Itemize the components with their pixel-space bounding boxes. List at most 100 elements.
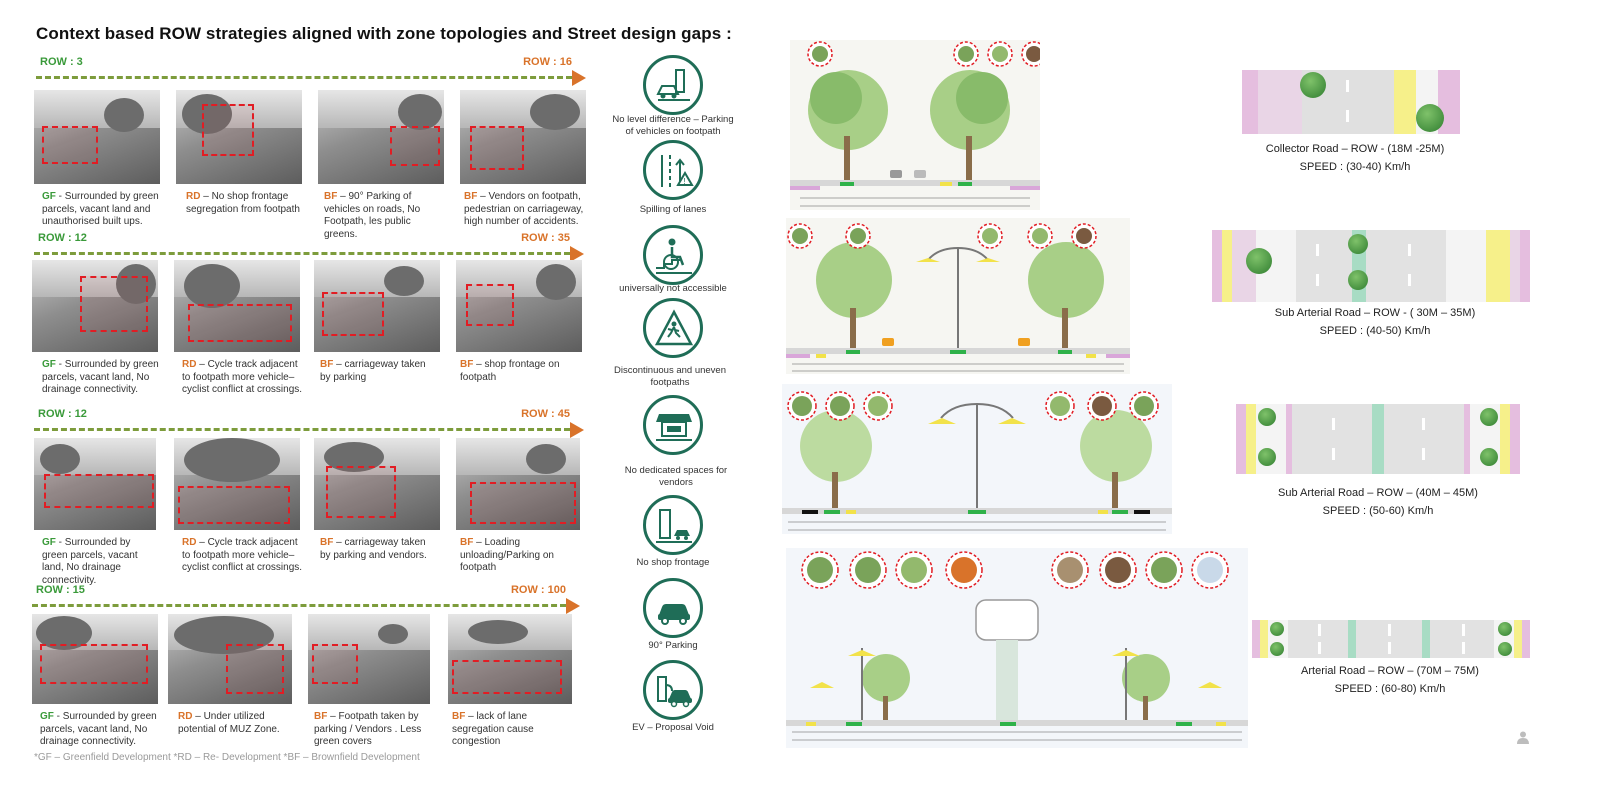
issue-highlight [226,644,284,694]
pedestrian-warning-icon [643,298,703,358]
shop-frontage-icon [643,495,703,555]
photo-caption: RD – Cycle track adjacent to footpath mo… [182,537,303,573]
row-max-label: ROW : 45 [521,408,570,420]
photo-caption: BF – carriageway taken by parking [320,359,426,383]
gap-label: EV – Proposal Void [632,722,714,733]
gap-label: No dedicated spaces for vendors [624,465,728,488]
road-plan-caption: Arterial Road – ROW – (70M – 75M) SPEED … [1246,662,1534,698]
issue-highlight [42,126,98,164]
photo-caption: BF – Footpath taken by parking / Vendors… [314,711,422,747]
issue-highlight [326,466,396,518]
photo-caption: GF - Surrounded by green parcels, vacant… [40,711,157,747]
page-title: Context based ROW strategies aligned wit… [36,24,732,43]
row-min-label: ROW : 15 [36,584,85,596]
user-icon [1517,731,1529,744]
gap-label: Spilling of lanes [639,204,707,215]
road-plan-caption: Sub Arterial Road – ROW - ( 30M – 35M) S… [1230,304,1520,340]
photo-caption: BF – 90° Parking of vehicles on roads, N… [324,191,421,240]
photo-caption: RD – No shop frontage segregation from f… [186,191,300,215]
issue-highlight [178,486,290,524]
road-plan-caption: Collector Road – ROW - (18M -25M) SPEED … [1236,140,1474,176]
row-max-label: ROW : 16 [523,56,572,68]
issue-highlight [466,284,514,326]
road-speed: SPEED : (50-60) Km/h [1322,505,1434,517]
site-photo [448,614,572,704]
site-photo [456,260,582,352]
issue-highlight [470,126,524,170]
issue-highlight [40,644,148,684]
site-photo [32,260,158,352]
site-photo [456,438,580,530]
row-arrow-4: ROW : 15 ROW : 100 [32,584,580,614]
row-min-label: ROW : 3 [40,56,83,68]
road-plan-sub-arterial-30 [1212,230,1530,302]
site-photo [308,614,430,704]
vendor-stall-icon [643,395,703,455]
road-plan-sub-arterial-45 [1236,404,1520,474]
issue-highlight [188,304,292,342]
road-speed: SPEED : (30-40) Km/h [1299,161,1411,173]
street-section-arterial [786,548,1248,748]
gap-label: No shop frontage [636,557,710,568]
parking-on-footpath-icon [643,55,703,115]
photo-caption: BF – lack of lane segregation cause cong… [452,711,534,747]
row-arrow-3: ROW : 12 ROW : 45 [34,408,584,438]
photo-caption: GF - Surrounded by green parcels, vacant… [42,537,138,586]
photo-caption: BF – Vendors on footpath, pedestrian on … [464,191,584,227]
site-photo [34,438,156,530]
road-name: Sub Arterial Road – ROW - ( 30M – 35M) [1274,307,1476,319]
site-photo [174,438,300,530]
street-section-collector [790,40,1040,210]
photo-caption: GF - Surrounded by green parcels, vacant… [42,191,159,227]
gap-label: universally not accessible [619,283,727,294]
photo-caption: RD – Cycle track adjacent to footpath mo… [182,359,303,395]
road-plan-arterial [1252,620,1530,658]
issue-highlight [44,474,154,508]
car-parking-icon [643,578,703,638]
issue-highlight [202,104,254,156]
row-max-label: ROW : 100 [510,584,566,596]
site-photo [176,90,302,184]
road-plan-caption: Sub Arterial Road – ROW – (40M – 45M) SP… [1230,484,1526,520]
street-section-sub-arterial-45 [782,384,1172,534]
row-arrow-2: ROW : 12 ROW : 35 [34,232,584,262]
issue-highlight [322,292,384,336]
issue-highlight [80,276,148,332]
wheelchair-icon [643,225,703,285]
photo-caption: BF – carriageway taken by parking and ve… [320,537,427,561]
site-photo [314,260,440,352]
gap-label: Discontinuous and uneven footpaths [614,365,726,388]
site-photo [34,90,160,184]
svg-text:!: ! [684,177,686,186]
issue-highlight [312,644,358,684]
issue-highlight [452,660,562,694]
site-photo [314,438,440,530]
issue-highlight [390,126,440,166]
road-name: Arterial Road – ROW – (70M – 75M) [1301,665,1479,677]
spilling-lanes-icon: ! [643,140,703,200]
site-photo [168,614,292,704]
ev-charging-icon [643,660,703,720]
row-max-label: ROW : 35 [521,232,570,244]
issue-highlight [470,482,576,524]
street-section-sub-arterial-30 [786,218,1130,374]
photo-caption: BF – shop frontage on footpath [460,359,560,383]
photo-caption: RD – Under utilized potential of MUZ Zon… [178,711,280,735]
legend-footnote: *GF – Greenfield Development *RD – Re- D… [34,752,420,763]
road-plan-collector [1242,70,1460,134]
road-name: Collector Road – ROW - (18M -25M) [1265,143,1445,155]
row-min-label: ROW : 12 [38,232,87,244]
row-min-label: ROW : 12 [38,408,87,420]
gap-label: No level difference – Parking of vehicle… [612,114,734,137]
road-speed: SPEED : (60-80) Km/h [1334,683,1446,695]
road-name: Sub Arterial Road – ROW – (40M – 45M) [1278,487,1478,499]
photo-caption: GF - Surrounded by green parcels, vacant… [42,359,159,395]
site-photo [460,90,586,184]
photo-caption: BF – Loading unloading/Parking on footpa… [460,537,554,573]
site-photo [318,90,444,184]
site-photo [32,614,158,704]
road-speed: SPEED : (40-50) Km/h [1319,325,1431,337]
row-arrow-1: ROW : 3 ROW : 16 [36,56,586,86]
site-photo [174,260,300,352]
gap-label: 90° Parking [648,640,698,651]
